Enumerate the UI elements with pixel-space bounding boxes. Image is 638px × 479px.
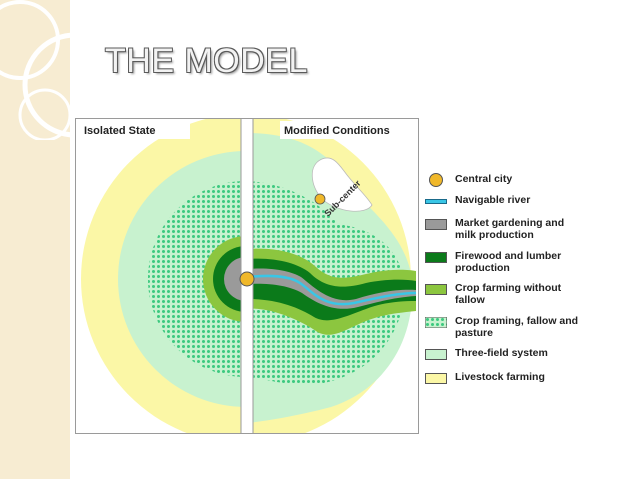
von-thunen-diagram: Sub-center Isolated State Modified Condi… bbox=[75, 118, 419, 434]
decorative-side-strip bbox=[0, 0, 70, 479]
diagram-svg: Sub-center Isolated State Modified Condi… bbox=[78, 119, 417, 433]
legend-item-market-gardening: Market gardening and milk production bbox=[425, 217, 585, 241]
legend-item-central-city: Central city bbox=[425, 173, 585, 187]
legend-label: Crop farming without fallow bbox=[455, 282, 562, 306]
legend-item-livestock: Livestock farming bbox=[425, 371, 585, 384]
legend-item-crop-fallow-pasture: Crop framing, fallow and pasture bbox=[425, 315, 585, 339]
river-swatch bbox=[425, 199, 447, 204]
modified-conditions-panel: Sub-center bbox=[248, 119, 417, 433]
legend-item-crop-no-fallow: Crop farming without fallow bbox=[425, 282, 585, 306]
sub-center-city-icon bbox=[314, 193, 326, 205]
crop-fallow-pasture-ring bbox=[148, 181, 246, 377]
legend-label: Crop framing, fallow and pasture bbox=[455, 315, 579, 339]
firewood-swatch bbox=[425, 252, 447, 263]
central-city-icon bbox=[239, 271, 255, 287]
livestock-swatch bbox=[425, 373, 447, 384]
navigable-river bbox=[248, 274, 417, 306]
crop-no-fallow-swatch bbox=[425, 284, 447, 295]
isolated-state-panel bbox=[81, 119, 246, 433]
three-field-swatch bbox=[425, 349, 447, 360]
slide-title: THE MODEL bbox=[105, 42, 308, 80]
legend-item-firewood: Firewood and lumber production bbox=[425, 250, 585, 274]
legend-label: Firewood and lumber production bbox=[455, 250, 562, 274]
legend-label: Livestock farming bbox=[455, 371, 545, 383]
legend-label: Central city bbox=[455, 173, 513, 185]
legend-item-three-field: Three-field system bbox=[425, 347, 585, 360]
left-panel-title: Isolated State bbox=[84, 125, 156, 137]
sub-center-area bbox=[311, 157, 373, 212]
right-panel-title: Modified Conditions bbox=[284, 125, 390, 137]
legend-label: Navigable river bbox=[455, 194, 531, 206]
left-title-bg bbox=[78, 121, 190, 139]
crop-fallow-pasture-swatch bbox=[425, 317, 447, 328]
legend-item-navigable-river: Navigable river bbox=[425, 194, 585, 206]
decorative-circle bbox=[18, 88, 72, 140]
market-gardening-swatch bbox=[425, 219, 447, 230]
right-title-bg bbox=[280, 121, 417, 139]
central-city-swatch bbox=[429, 173, 443, 187]
legend-label: Market gardening and milk production bbox=[455, 217, 565, 241]
legend-label: Three-field system bbox=[455, 347, 548, 359]
